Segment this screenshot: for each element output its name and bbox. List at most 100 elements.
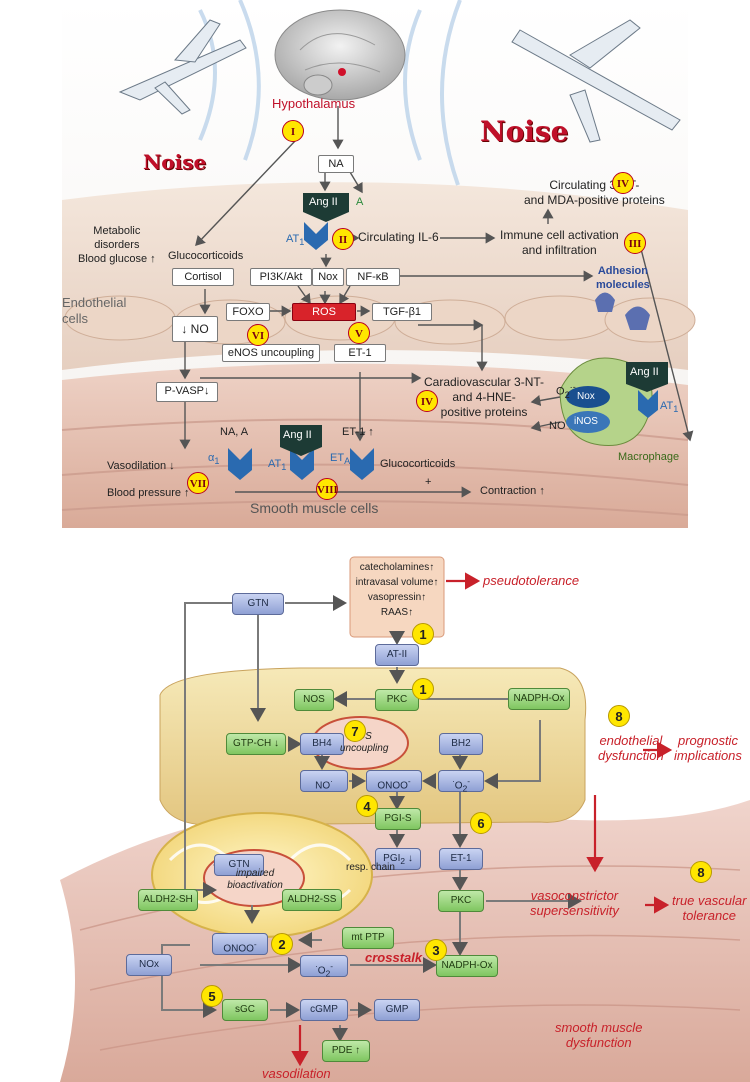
roman-iii: III	[624, 232, 646, 254]
ang2-label-smc: Ang II	[283, 429, 312, 441]
nadph-ox-box-1: NADPH-Ox	[508, 688, 570, 710]
gtn-mito-box: GTN	[214, 854, 264, 876]
vasodilation-label-bottom: vasodilation	[262, 1066, 331, 1081]
superoxide-box-1: ·O2-	[438, 770, 484, 793]
pgis-box: PGI-S	[375, 808, 421, 830]
number-1a: 1	[412, 623, 434, 645]
ang2-label-top: Ang II	[309, 196, 338, 208]
crosstalk-label: crosstalk	[365, 950, 423, 965]
tolerance-list: catecholamines↑ intravasal volume↑ vasop…	[355, 562, 439, 618]
ros-box: ROS	[292, 303, 356, 321]
pseudotolerance-label: pseudotolerance	[483, 573, 580, 588]
airplane-left	[118, 19, 247, 115]
circulating-3nt-mda: Circulating 3-NT-and MDA-positive protei…	[524, 178, 665, 207]
nox-ellipse	[566, 386, 610, 408]
circulating-il6: Circulating IL-6	[358, 230, 439, 244]
aldh2-ss-box: ALDH2-SS	[282, 889, 342, 911]
pi3k-box: PI3K/Akt	[250, 268, 312, 286]
et1-smc-label: ET-1 ↑	[342, 426, 374, 438]
no-label-top: NO	[549, 420, 566, 432]
noise-label-right: Noise	[480, 115, 569, 148]
pgi2-box: PGI2 ↓	[375, 848, 421, 870]
gmp-box: GMP	[374, 999, 420, 1021]
smooth-muscle-cells-label: Smooth muscle cells	[250, 500, 379, 516]
at1-label-mac: AT1	[660, 400, 679, 415]
mt-ptp-box: mt PTP	[342, 927, 394, 949]
glucocorticoids-label: Glucocorticoids	[168, 250, 244, 262]
nadph-ox-box-2: NADPH-Ox	[436, 955, 498, 977]
no-radical-box: NO·	[300, 770, 348, 792]
number-8a: 8	[608, 705, 630, 727]
aldh2-sh-box: ALDH2-SH	[138, 889, 198, 911]
pkc-box-2: PKC	[438, 890, 484, 912]
na-box: NA	[318, 155, 354, 173]
at1-label-smc: AT1	[268, 458, 287, 473]
ang2-tags	[280, 193, 668, 456]
blood-pressure-label: Blood pressure ↑	[107, 487, 190, 499]
hypothalamus-label: Hypothalamus	[272, 96, 356, 111]
roman-viii: VIII	[316, 478, 338, 500]
nox-bottom-box: NOx	[126, 954, 172, 976]
inos-ellipse	[566, 411, 610, 433]
cgmp-box: cGMP	[300, 999, 348, 1021]
roman-i: I	[282, 120, 304, 142]
number-3: 3	[425, 939, 447, 961]
cardiovascular-proteins: Caradiovascular 3-NT-and 4-HNE-positive …	[424, 375, 545, 419]
nox-mac-label: Nox	[577, 391, 595, 402]
number-6: 6	[470, 812, 492, 834]
number-8b: 8	[690, 861, 712, 883]
bh4-box: BH4	[300, 733, 344, 755]
et1-box-bottom: ET-1	[439, 848, 483, 870]
roman-v: V	[348, 322, 370, 344]
na-a-label: NA, A	[220, 426, 249, 438]
panel1-arrows	[179, 106, 694, 498]
contraction-label: Contraction ↑	[480, 485, 545, 497]
macrophage-label: Macrophage	[618, 451, 680, 463]
superoxide-box-2: ·O2-	[300, 955, 348, 978]
receptors	[228, 222, 658, 480]
eta-label: ETA	[330, 452, 351, 467]
brain	[274, 9, 406, 101]
gtn-top-box: GTN	[232, 593, 284, 615]
nos-box: NOS	[294, 689, 334, 711]
sound-waves	[198, 0, 462, 186]
gtpch-box: GTP-CH ↓	[226, 733, 286, 755]
roman-ii: II	[332, 228, 354, 250]
at2-box: AT-II	[375, 644, 419, 666]
roman-iv-bottom: IV	[416, 390, 438, 412]
number-1b: 1	[412, 678, 434, 700]
roman-iv-top: IV	[612, 172, 634, 194]
vasodilation-label-top: Vasodilation ↓	[107, 460, 175, 472]
sgc-box: sGC	[222, 999, 268, 1021]
at1-label-top: AT1	[286, 233, 305, 248]
a-label: A	[356, 196, 364, 208]
onoo-box-1: ONOO-	[366, 770, 422, 792]
airplane-right	[511, 19, 681, 143]
plus-sign: +	[425, 476, 432, 488]
foxo-box: FOXO	[226, 303, 270, 321]
muscle-tissue	[60, 800, 750, 1082]
onoo-box-2: ONOO-	[212, 933, 268, 955]
et1-box: ET-1	[334, 344, 386, 362]
ang2-label-mac: Ang II	[630, 366, 659, 378]
adhesion-molecules	[595, 292, 650, 330]
nfkb-box: NF-κB	[346, 268, 400, 286]
pvasp-box: P-VASP↓	[156, 382, 218, 402]
nox-box: Nox	[312, 268, 344, 286]
panel2-red-arrows	[291, 572, 673, 1067]
number-4: 4	[356, 795, 378, 817]
bh2-box: BH2	[439, 733, 483, 755]
roman-vii: VII	[187, 472, 209, 494]
glucocorticoids-smc: Glucocorticoids	[380, 458, 456, 470]
inos-label: iNOS	[574, 416, 598, 427]
